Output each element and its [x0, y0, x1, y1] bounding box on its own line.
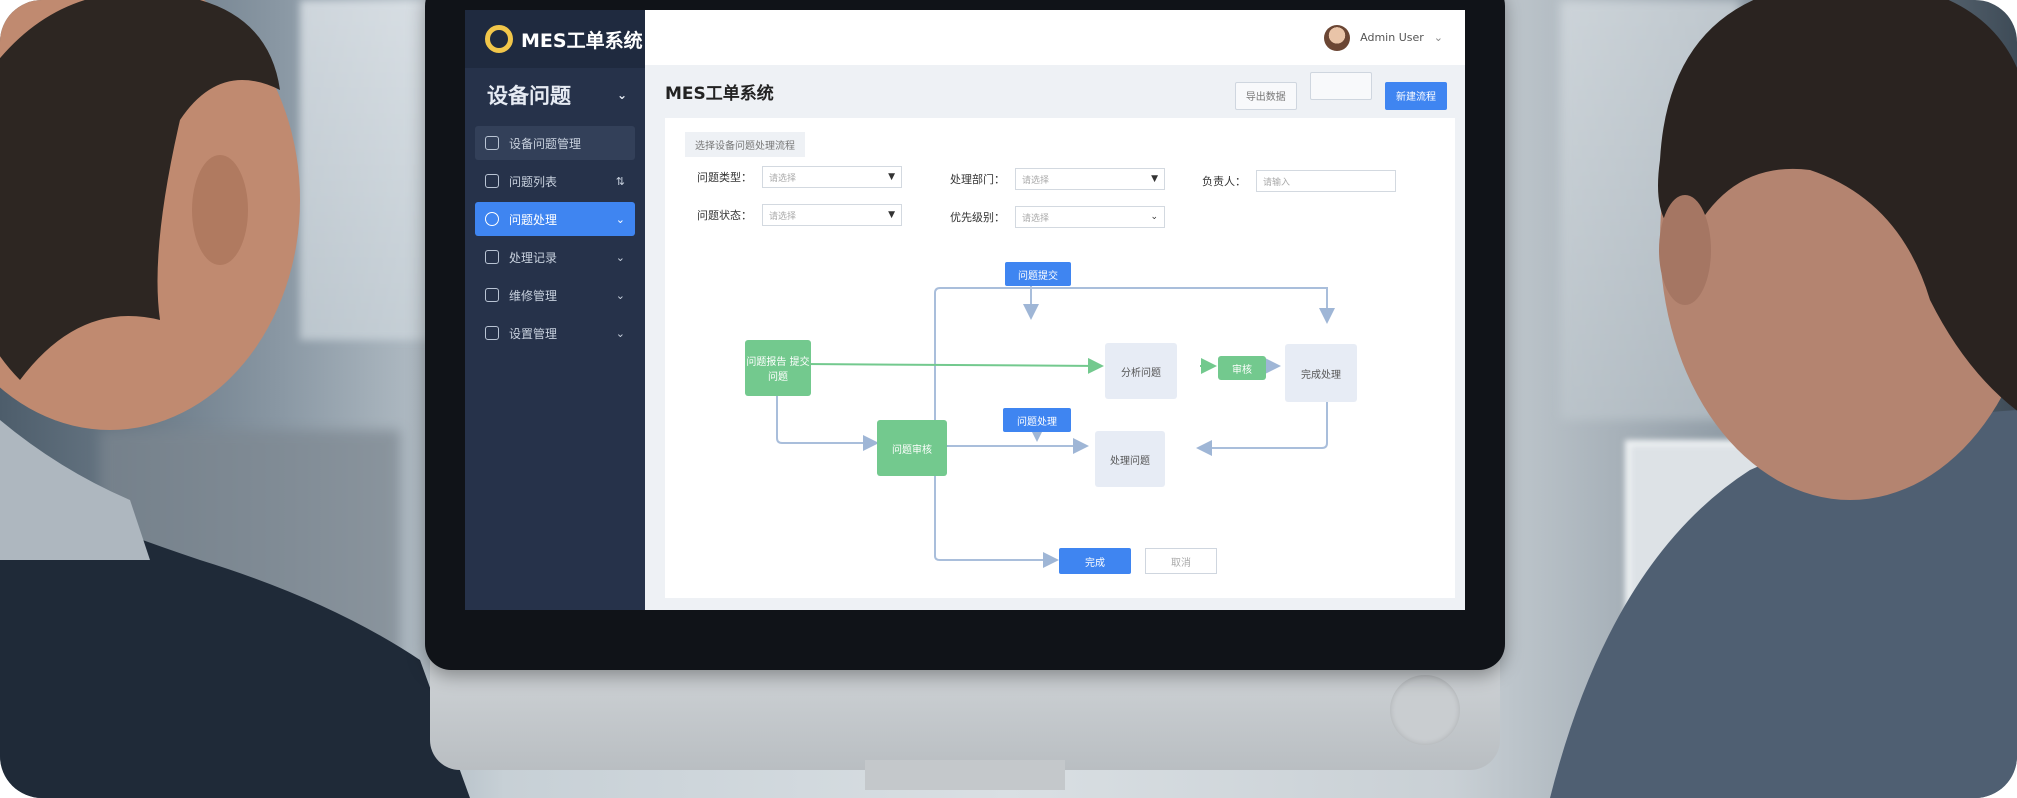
right-person — [1550, 0, 2017, 798]
sidebar-item-records[interactable]: 处理记录 ⌄ — [475, 240, 635, 274]
document-icon — [485, 288, 499, 302]
filter-label: 处理部门： — [950, 173, 1005, 186]
clock-icon — [485, 212, 499, 226]
flow-node-report[interactable]: 问题报告 提交问题 — [745, 340, 811, 396]
caret-down-icon: ▼ — [1151, 174, 1158, 184]
new-flow-button[interactable]: 新建流程 — [1385, 81, 1447, 110]
input-placeholder: 请输入 — [1263, 177, 1291, 188]
chevron-down-icon: ⌄ — [615, 250, 625, 264]
monitor: MES工单系统 设备问题 ⌄ 设备问题管理 问题列表 ⇅ — [425, 0, 1505, 790]
blank-button[interactable] — [1309, 72, 1372, 101]
export-button[interactable]: 导出数据 — [1234, 81, 1297, 110]
left-person — [0, 0, 470, 798]
sidebar-item-label: 设备问题管理 — [509, 136, 582, 151]
select-value: 请选择 — [769, 173, 797, 184]
flow-card: 选择设备问题处理流程 问题类型： 请选择 ▼ 处理部门： 请选择 ▼ 负责人： 请输… — [665, 118, 1455, 598]
power-button — [1390, 675, 1460, 745]
flow-cancel-button[interactable]: 取消 — [1145, 548, 1217, 574]
caret-down-icon: ▼ — [888, 210, 895, 220]
owner-input[interactable]: 请输入 — [1256, 170, 1396, 192]
chevron-down-icon[interactable]: ⌄ — [1433, 31, 1443, 44]
page-header: MES工单系统 导出数据 新建流程 — [645, 65, 1465, 117]
filter-owner: 负责人： 请输入 — [1202, 170, 1396, 192]
app-logo[interactable]: MES工单系统 — [465, 10, 645, 68]
sidebar-item-label: 设置管理 — [509, 326, 558, 341]
main-area: Admin User ⌄ MES工单系统 导出数据 新建流程 选择设备问题处理流… — [645, 10, 1465, 610]
filter-status: 问题状态： 请选择 ▼ — [697, 204, 902, 226]
chevron-down-icon: ⌄ — [615, 288, 625, 302]
monitor-bezel: MES工单系统 设备问题 ⌄ 设备问题管理 问题列表 ⇅ — [425, 0, 1505, 670]
select-value: 请选择 — [1022, 213, 1050, 224]
settings-icon — [485, 136, 499, 150]
chevron-down-icon: ⌄ — [615, 212, 625, 226]
filter-label: 问题状态： — [697, 209, 752, 222]
status-select[interactable]: 请选择 ▼ — [762, 204, 902, 226]
flow-node-issue-review[interactable]: 问题审核 — [877, 420, 947, 476]
top-bar: Admin User ⌄ — [645, 10, 1465, 65]
sidebar-section-title[interactable]: 设备问题 ⌄ — [465, 68, 645, 122]
logo-icon — [485, 25, 513, 53]
sidebar-item-issue-handling[interactable]: 问题处理 ⌄ — [475, 202, 635, 236]
flow-node-submit[interactable]: 问题提交 — [1005, 262, 1071, 286]
page-title: MES工单系统 — [665, 83, 774, 104]
filter-issue-type: 问题类型： 请选择 ▼ — [697, 166, 902, 188]
monitor-stand — [865, 760, 1065, 790]
avatar[interactable] — [1324, 24, 1351, 51]
flow-finish-button[interactable]: 完成 — [1059, 548, 1131, 574]
priority-select[interactable]: 请选择 ⌄ — [1015, 206, 1165, 228]
flow-node-review[interactable]: 审核 — [1218, 356, 1266, 380]
sidebar-item-label: 处理记录 — [509, 250, 558, 265]
department-select[interactable]: 请选择 ▼ — [1015, 168, 1165, 190]
flow-connectors — [776, 268, 1335, 568]
section-title-label: 设备问题 — [487, 84, 571, 108]
chevron-down-icon: ⌄ — [616, 88, 627, 102]
folder-icon — [485, 326, 499, 340]
filter-label: 负责人： — [1202, 175, 1246, 188]
flow-node-analyze[interactable]: 分析问题 — [1105, 343, 1177, 399]
flow-tag: 选择设备问题处理流程 — [685, 132, 805, 157]
filter-department: 处理部门： 请选择 ▼ — [950, 168, 1165, 190]
caret-down-icon: ▼ — [888, 172, 895, 182]
screen: MES工单系统 设备问题 ⌄ 设备问题管理 问题列表 ⇅ — [465, 10, 1465, 610]
sidebar-item-issue-list[interactable]: 问题列表 ⇅ — [475, 164, 635, 198]
flow-node-process[interactable]: 处理问题 — [1095, 431, 1165, 487]
chevron-down-icon: ⌄ — [615, 326, 625, 340]
flow-node-complete-handling[interactable]: 完成处理 — [1285, 344, 1357, 402]
select-value: 请选择 — [769, 211, 797, 222]
sidebar: MES工单系统 设备问题 ⌄ 设备问题管理 问题列表 ⇅ — [465, 10, 645, 610]
monitor-icon — [485, 250, 499, 264]
list-icon — [485, 174, 499, 188]
sidebar-item-issue-management[interactable]: 设备问题管理 — [475, 126, 635, 160]
select-value: 请选择 — [1022, 175, 1050, 186]
sidebar-item-repair[interactable]: 维修管理 ⌄ — [475, 278, 635, 312]
sidebar-item-label: 问题处理 — [509, 212, 558, 227]
header-actions: 导出数据 新建流程 — [1227, 72, 1447, 110]
filter-priority: 优先级别： 请选择 ⌄ — [950, 206, 1165, 228]
sidebar-item-settings[interactable]: 设置管理 ⌄ — [475, 316, 635, 350]
caret-down-icon: ⌄ — [1150, 212, 1158, 222]
filter-label: 问题类型： — [697, 171, 752, 184]
issue-type-select[interactable]: 请选择 ▼ — [762, 166, 902, 188]
filter-label: 优先级别： — [950, 211, 1005, 224]
sidebar-item-label: 维修管理 — [509, 288, 558, 303]
user-name[interactable]: Admin User — [1360, 31, 1424, 44]
flow-node-issue-handling[interactable]: 问题处理 — [1003, 408, 1071, 432]
filter-icon: ⇅ — [615, 174, 625, 188]
sidebar-item-label: 问题列表 — [509, 174, 558, 189]
logo-text: MES工单系统 — [521, 29, 643, 52]
